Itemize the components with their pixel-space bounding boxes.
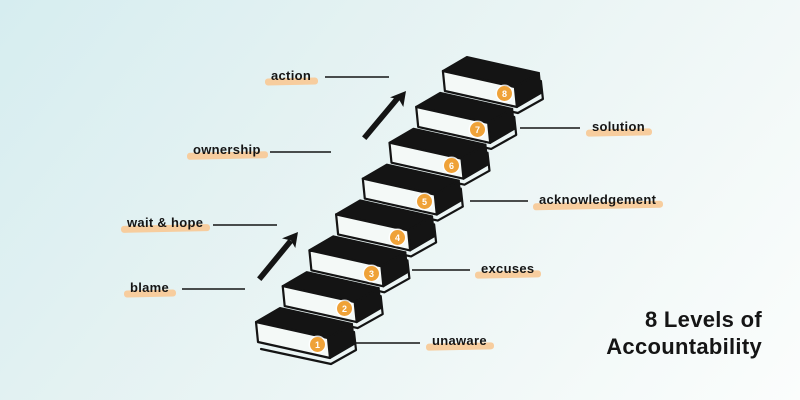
level-1-label-unaware: unaware xyxy=(425,333,494,351)
step-2-number-badge: 2 xyxy=(337,301,352,316)
step-3-number-badge: 3 xyxy=(364,266,379,281)
level-5-label-acknowledgement: acknowledgement xyxy=(532,192,664,211)
page-title: 8 Levels of Accountability xyxy=(606,306,762,360)
step-1-number-badge: 1 xyxy=(310,337,325,352)
label-text-wait-hope: wait & hope xyxy=(127,215,204,230)
step-5-number-badge: 5 xyxy=(417,194,432,209)
step-7-number-badge: 7 xyxy=(470,122,485,137)
level-3-label-excuses: excuses xyxy=(474,261,542,279)
label-text-excuses: excuses xyxy=(481,261,535,276)
label-text-acknowledgement: acknowledgement xyxy=(539,192,657,207)
title-line-1: 8 Levels of xyxy=(644,307,762,332)
label-text-ownership: ownership xyxy=(193,142,261,157)
label-text-blame: blame xyxy=(130,280,170,295)
level-7-label-solution: solution xyxy=(585,119,653,137)
level-8-label-action: action xyxy=(264,68,319,86)
label-text-solution: solution xyxy=(592,119,645,134)
step-8-number-badge: 8 xyxy=(497,86,512,101)
title-line-2: Accountability xyxy=(606,334,762,359)
step-4-number-badge: 4 xyxy=(390,230,405,245)
level-4-label-wait-hope: wait & hope xyxy=(120,215,211,233)
growth-arrow-upper xyxy=(362,91,406,140)
step-6-number-badge: 6 xyxy=(444,158,459,173)
growth-arrow-lower xyxy=(257,232,298,281)
level-6-label-ownership: ownership xyxy=(186,142,268,160)
level-2-label-blame: blame xyxy=(123,280,177,298)
label-text-unaware: unaware xyxy=(432,333,487,348)
label-text-action: action xyxy=(271,68,312,83)
